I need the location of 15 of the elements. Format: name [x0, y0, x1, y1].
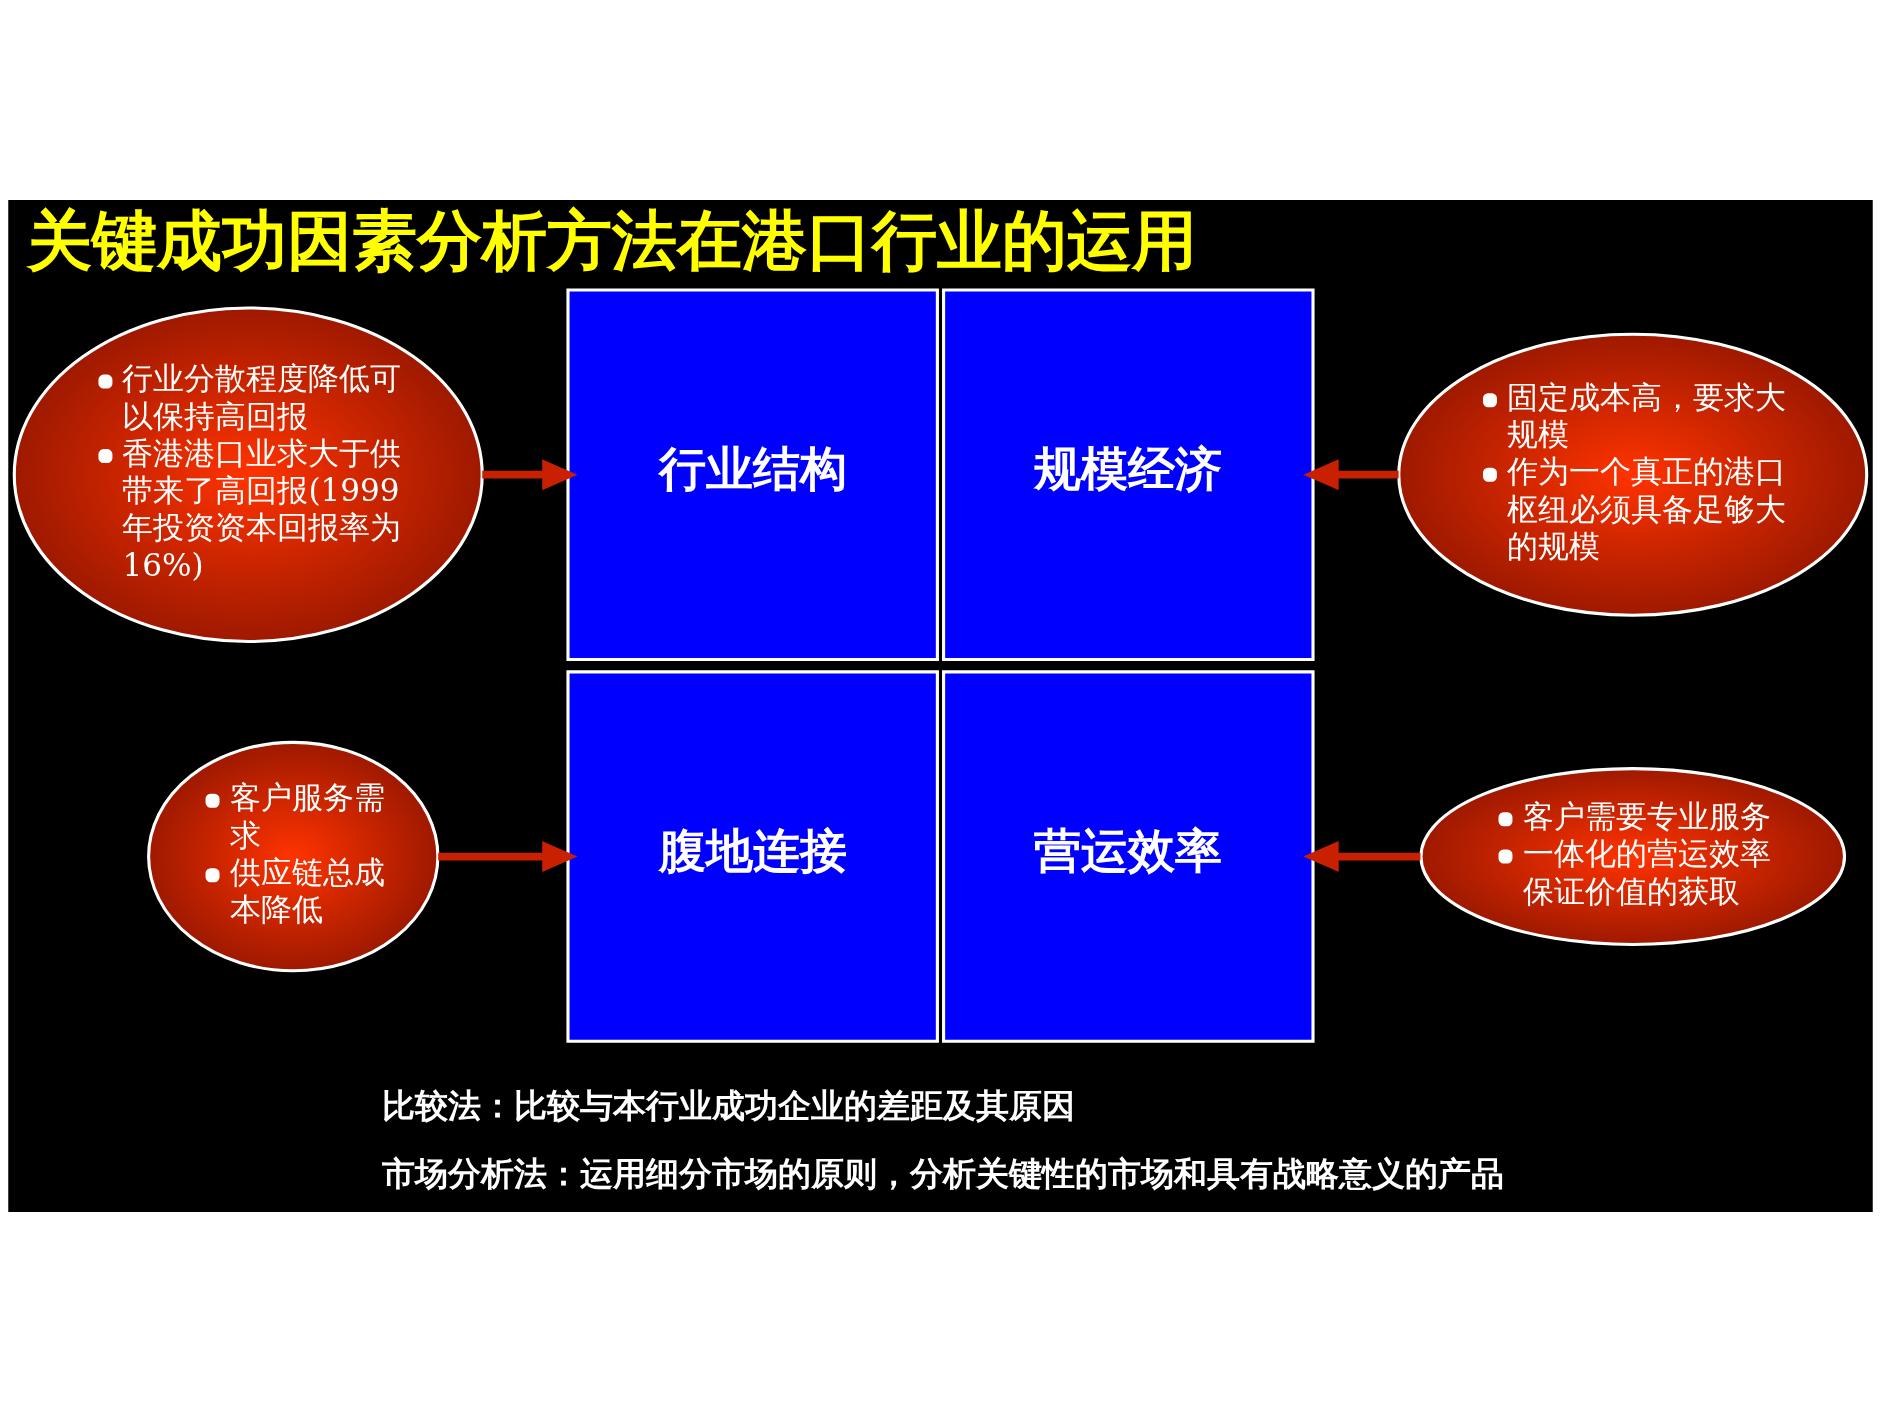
node-ellipse: 客户需要专业服务 一体化的营运效率保证价值的获取 [1419, 766, 1847, 946]
arrow [482, 458, 578, 490]
node-ellipse: 固定成本高，要求大规模 作为一个真正的港口枢纽必须具备足够大的规模 [1397, 332, 1869, 617]
node-box: 营运效率 [942, 669, 1315, 1043]
diagram-title: 关键成功因素分析方法在港口行业的运用 [26, 201, 1197, 278]
arrow [1303, 840, 1421, 872]
node-box: 腹地连接 [566, 669, 939, 1043]
node-box: 行业结构 [566, 287, 939, 661]
node-ellipse: 客户服务需求 供应链总成本降低 [147, 740, 440, 972]
node-box: 规模经济 [942, 287, 1315, 661]
arrow [438, 840, 578, 872]
node-ellipse: 行业分散程度降低可以保持高回报 香港港口业求大于供带来了高回报(1999年投资资本回报率为16%) [12, 305, 484, 643]
label: 比较法：比较与本行业成功企业的差距及其原因 [381, 1085, 1075, 1125]
label: 市场分析法：运用细分市场的原则，分析关键性的市场和具有战略意义的产品 [381, 1153, 1504, 1193]
arrow [1303, 458, 1399, 490]
